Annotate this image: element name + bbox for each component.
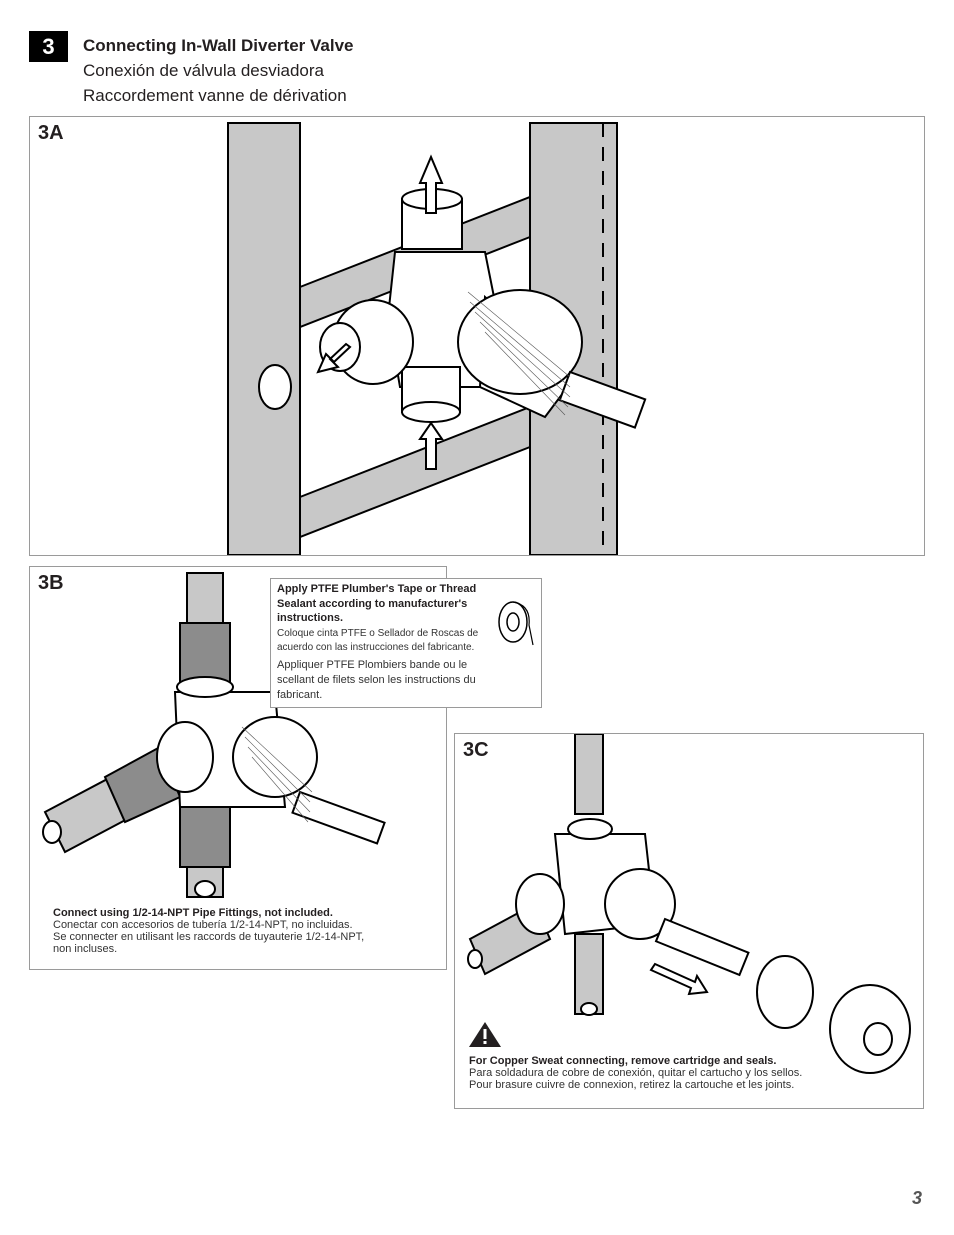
note-3c-spanish: Para soldadura de cobre de conexión, qui…: [469, 1067, 803, 1079]
note-3b-spanish: Conectar con accesorios de tubería 1/2-1…: [53, 919, 353, 931]
note-3b-french: Se connecter en utilisant les raccords d…: [53, 931, 365, 955]
pipe-fittings-illustration: [42, 572, 386, 898]
note-3b-english: Connect using 1/2-14-NPT Pipe Fittings, …: [53, 907, 333, 919]
ptfe-tape-callout: Apply PTFE Plumber's Tape or Thread Seal…: [270, 578, 542, 708]
note-3c-english: For Copper Sweat connecting, remove cart…: [469, 1055, 777, 1067]
title-spanish: Conexión de válvula desviadora: [83, 61, 324, 80]
panel-3b-label: 3B: [38, 572, 64, 594]
panel-3c-label: 3C: [463, 739, 489, 761]
cartridge-removal-illustration: [467, 734, 911, 1074]
panel-3c-note: For Copper Sweat connecting, remove cart…: [469, 1055, 889, 1091]
panel-3b-note: Connect using 1/2-14-NPT Pipe Fittings, …: [53, 907, 383, 955]
callout-text-english: Apply PTFE Plumber's Tape or Thread Seal…: [277, 583, 477, 624]
note-3c-french: Pour brasure cuivre de connexion, retire…: [469, 1079, 795, 1091]
title-french: Raccordement vanne de dérivation: [83, 86, 347, 105]
ptfe-tape-roll-icon: [498, 601, 534, 646]
panel-3a: 3A: [29, 116, 925, 556]
warning-triangle-icon: [469, 1022, 501, 1047]
step-number-badge: 3: [29, 31, 68, 62]
valve-framing-illustration: [227, 122, 647, 555]
callout-text-spanish: Coloque cinta PTFE o Sellador de Roscas …: [277, 627, 479, 653]
panel-3a-label: 3A: [38, 122, 64, 144]
page-number: 3: [912, 1188, 923, 1208]
panel-3c: 3C: [454, 733, 924, 1109]
callout-text-french: Appliquer PTFE Plombiers bande ou le sce…: [277, 658, 476, 701]
title-english: Connecting In-Wall Diverter Valve: [83, 36, 354, 55]
